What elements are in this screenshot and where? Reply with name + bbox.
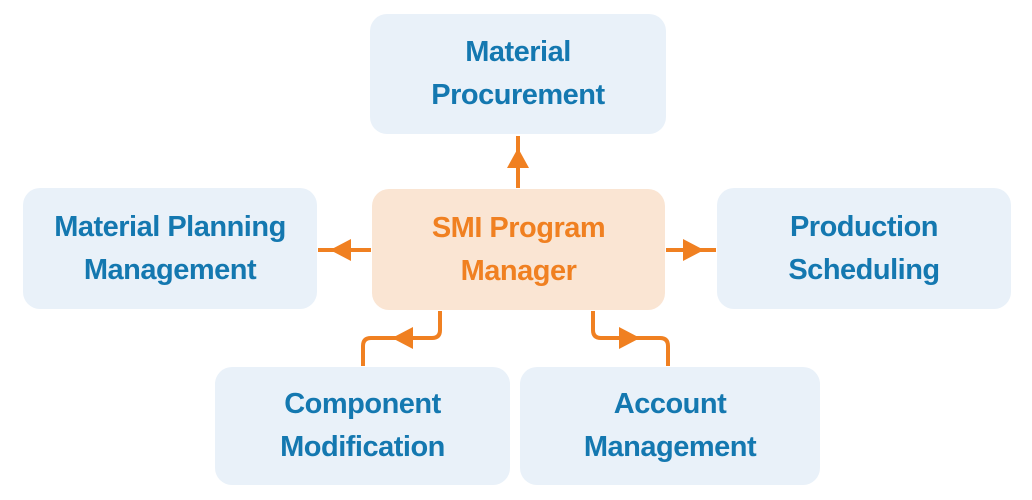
node-label: Account Management <box>583 388 757 463</box>
node-account-management: Account Management <box>520 367 820 485</box>
node-label: Component Modification <box>280 388 445 463</box>
connector-down-left-elbow-arrow <box>361 311 442 366</box>
node-label: SMI Program Manager <box>431 211 606 287</box>
connector-down-right-elbow-arrow <box>591 311 670 366</box>
node-component-modification: Component Modification <box>215 367 510 485</box>
connector-up-arrow <box>507 136 529 188</box>
connector-left-arrow <box>318 239 371 261</box>
node-material-procurement: Material Procurement <box>370 14 666 134</box>
node-smi-program-manager: SMI Program Manager <box>372 189 665 310</box>
connector-right-arrow <box>666 239 716 261</box>
node-label: Material Procurement <box>431 36 605 111</box>
node-production-scheduling: Production Scheduling <box>717 188 1011 309</box>
node-label: Material Planning Management <box>54 210 286 286</box>
node-material-planning-management: Material Planning Management <box>23 188 317 309</box>
node-label: Production Scheduling <box>788 210 940 286</box>
